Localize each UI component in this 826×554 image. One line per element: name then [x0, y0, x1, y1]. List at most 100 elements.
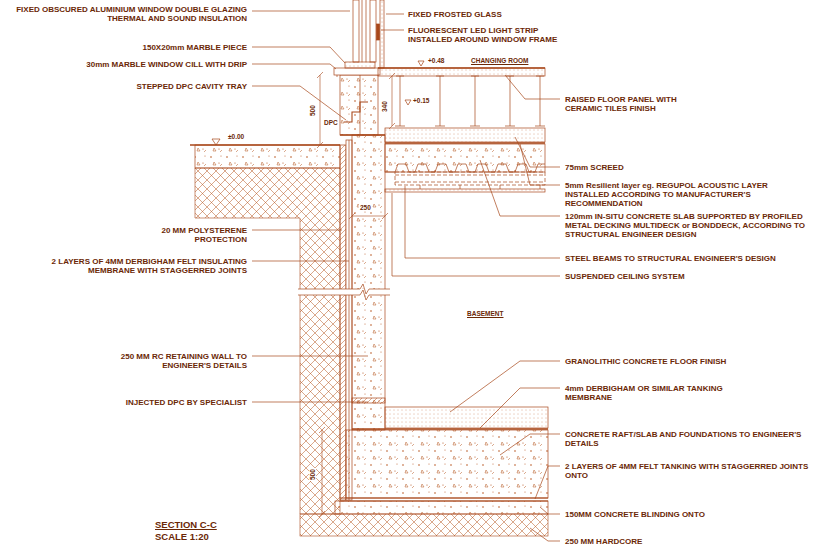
- callout-note: 250 MM RC RETAINING WALL TO ENGINEER'S D…: [107, 352, 247, 370]
- leader-line: [252, 11, 350, 12]
- leader-line: [392, 193, 560, 276]
- external-wall: [340, 75, 378, 135]
- window-cill: [334, 62, 380, 77]
- callout-note: 2 LAYERS OF 4MM FELT TANKING WITH STAGGE…: [565, 462, 820, 480]
- dimension-line: [317, 72, 323, 148]
- floor-slab: [385, 189, 545, 192]
- room-name: BASEMENT: [466, 310, 504, 317]
- dimension-line: [317, 72, 395, 517]
- callout-note: 30mm MARBLE WINDOW CILL WITH DRIP: [86, 60, 247, 69]
- leader-line: [252, 261, 349, 262]
- section-title: SECTION C-C: [155, 519, 217, 530]
- callout-note: 150MM CONCRETE BLINDING ONTO: [565, 510, 705, 519]
- leader-line: [405, 186, 560, 258]
- raised-floor: [378, 67, 545, 68]
- dimension-line: [389, 73, 395, 129]
- floor-slab: [385, 128, 545, 142]
- scale-note: SCALE 1:20: [155, 531, 209, 542]
- leader-line: [252, 402, 368, 403]
- callout-note: FIXED FROSTED GLASS: [408, 10, 502, 19]
- dimension-line: [349, 213, 388, 219]
- callout-note: GRANOLITHIC CONCRETE FLOOR FINISH: [565, 357, 726, 366]
- external-wall: [340, 75, 385, 135]
- basement-floor: [385, 407, 548, 428]
- leader-line: [520, 144, 560, 185]
- raised-floor: [405, 100, 411, 105]
- raised-floor: [470, 76, 480, 126]
- leader-line: [252, 86, 346, 120]
- leader-line: [252, 356, 368, 357]
- basement-floor: [340, 497, 548, 498]
- floor-slab: [420, 185, 540, 189]
- callout-note: RAISED FLOOR PANEL WITH CERAMIC TILES FI…: [565, 95, 715, 113]
- raised-floor: [418, 61, 424, 66]
- callout-note: 5mm Resilient layer eg. REGUPOL ACOUSTIC…: [565, 181, 805, 208]
- dpc-mark: DPC: [323, 119, 339, 126]
- callout-note: 75mm SCREED: [565, 163, 624, 172]
- floor-slab: [395, 182, 545, 183]
- window-cill: [345, 62, 375, 68]
- level-mark: +0.15: [412, 97, 430, 104]
- level-mark: +0.48: [427, 57, 445, 64]
- raised-floor: [435, 76, 445, 126]
- callout-note: SUSPENDED CEILING SYSTEM: [565, 272, 685, 281]
- leader-line: [381, 30, 404, 31]
- dimension: 500: [309, 104, 316, 117]
- window: [377, 24, 380, 40]
- raised-floor: [505, 76, 515, 126]
- callout-note: 120mm IN-SITU CONCRETE SLAB SUPPORTED BY…: [565, 212, 820, 239]
- leader-line: [535, 466, 560, 499]
- raised-floor: [378, 61, 545, 126]
- leader-line: [500, 434, 560, 455]
- callout-note: 150X20mm MARBLE PIECE: [143, 43, 247, 52]
- callout-note: 250 MM HARDCORE: [565, 537, 642, 546]
- callout-note: FLUORESCENT LED LIGHT STRIP INSTALLED AR…: [408, 26, 578, 44]
- floor-slab: [395, 172, 545, 185]
- window: [366, 0, 367, 62]
- retaining-wall: [340, 145, 346, 500]
- leader-line: [540, 507, 560, 514]
- leader-line: [480, 388, 560, 428]
- raised-floor: [535, 76, 545, 126]
- raised-floor: [378, 68, 545, 76]
- basement-floor: [346, 430, 548, 498]
- ground-paving: [190, 144, 340, 145]
- callout-note: STEEL BEAMS TO STRUCTURAL ENGINEER'S DES…: [565, 254, 776, 263]
- window: [370, 0, 376, 62]
- leader-line: [450, 361, 560, 412]
- dimension: 250: [359, 204, 372, 211]
- leader-line: [505, 75, 560, 99]
- window-cill: [337, 75, 338, 77]
- callout-note: 2 LAYERS OF 4MM DERBIGHAM FELT INSULATIN…: [22, 257, 247, 275]
- callout-note: STEPPED DPC CAVITY TRAY: [136, 82, 247, 91]
- leader-line: [252, 230, 342, 231]
- basement-floor: [352, 428, 548, 429]
- soil-hatch: [300, 514, 548, 536]
- window: [353, 0, 384, 68]
- callout-note: CONCRETE RAFT/SLAB AND FOUNDATIONS TO EN…: [565, 430, 820, 448]
- callout-note: FIXED OBSCURED ALUMINIUM WINDOW DOUBLE G…: [6, 5, 247, 23]
- floor-slab: [385, 128, 545, 192]
- retaining-wall: [298, 289, 390, 295]
- callout-note: INJECTED DPC BY SPECIALIST: [126, 398, 247, 407]
- leader-line: [480, 160, 560, 216]
- dimension: 340: [381, 100, 388, 113]
- floor-slab: [395, 175, 545, 176]
- window: [380, 0, 384, 68]
- floor-slab: [385, 164, 545, 172]
- window: [362, 0, 363, 62]
- dimension-line: [319, 427, 325, 517]
- leader-line: [252, 11, 560, 541]
- level-mark: ±0.00: [227, 133, 245, 140]
- external-wall: [344, 102, 368, 122]
- raised-floor: [395, 76, 405, 126]
- retaining-wall: [298, 284, 390, 294]
- soil-hatch: [195, 168, 340, 514]
- leader-line: [252, 64, 336, 69]
- leader-line: [386, 14, 404, 15]
- leader-line: [530, 528, 560, 541]
- floor-slab: [385, 142, 545, 143]
- callout-note: 20 MM POLYSTERENE PROTECTION: [147, 226, 247, 244]
- dimension: 500: [309, 468, 316, 481]
- basement-floor: [335, 407, 548, 514]
